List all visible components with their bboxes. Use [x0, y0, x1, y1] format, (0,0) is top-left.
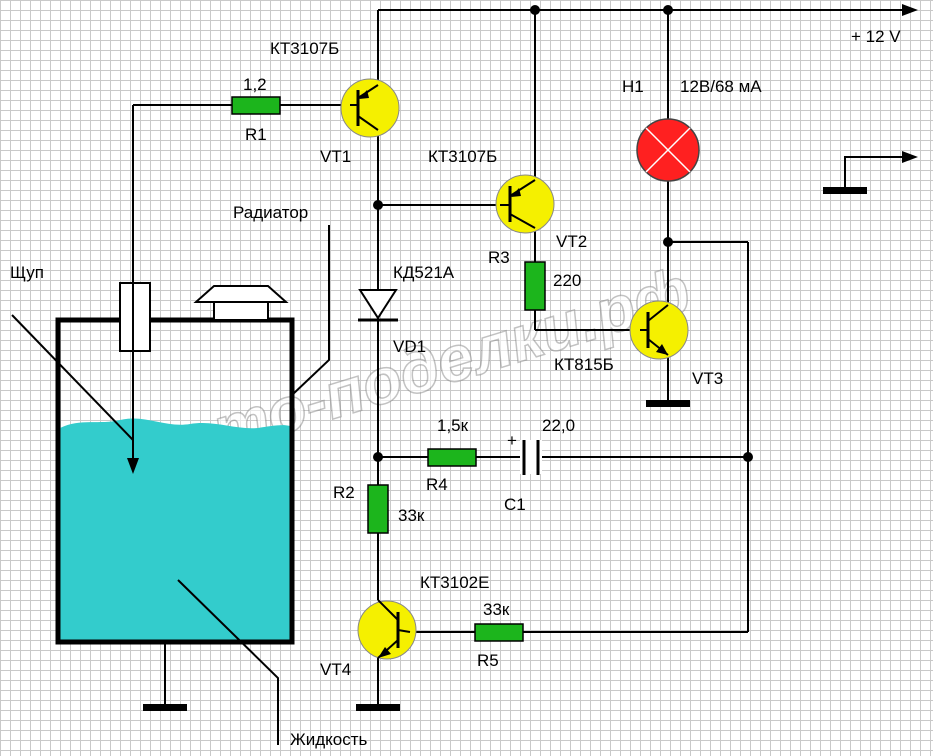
vt1-label: VT1	[320, 147, 351, 166]
liquid	[60, 418, 290, 640]
h1-rating-label: 12В/68 мА	[680, 77, 762, 96]
transistor-vt3	[629, 300, 689, 360]
h1-label: H1	[622, 77, 644, 96]
diode-vd1	[358, 289, 398, 322]
ground-tank	[143, 704, 187, 711]
power-label: + 12 V	[851, 27, 901, 46]
tank-cap	[193, 285, 289, 303]
r3-label: R3	[488, 248, 510, 267]
resistor-r4	[427, 448, 477, 467]
c1-value-label: 22,0	[542, 416, 575, 435]
vd1-label: VD1	[393, 337, 426, 356]
resistor-r3	[524, 261, 546, 311]
r2-label: R2	[333, 483, 355, 502]
resistor-r5	[474, 623, 524, 642]
liquid-label: Жидкость	[290, 730, 367, 749]
r1-value-label: 1,2	[243, 75, 267, 94]
probe-pointer	[11, 314, 134, 441]
vt1-type-label: КТ3107Б	[270, 39, 339, 58]
c1-polarity-label: +	[507, 431, 517, 450]
transistor-vt1	[340, 78, 400, 138]
r1-label: R1	[245, 125, 267, 144]
r4-value-label: 1,5к	[437, 416, 469, 435]
tank	[55, 105, 295, 711]
r2-value-label: 33к	[398, 506, 425, 525]
resistor-r1	[231, 96, 281, 115]
lamp-h1	[636, 118, 700, 182]
probe-label: Щуп	[10, 263, 44, 282]
r4-label: R4	[426, 475, 448, 494]
junctions	[373, 5, 753, 462]
vt4-type-label: КТ3102Е	[420, 573, 489, 592]
radiator-label: Радиатор	[233, 203, 308, 222]
vt2-type-label: КТ3107Б	[428, 147, 497, 166]
vt3-label: VT3	[692, 369, 723, 388]
transistor-vt4	[357, 599, 417, 660]
transistor-vt2	[495, 174, 555, 234]
radiator-pointer	[291, 225, 330, 396]
labels: + 12 V КТ3107Б 1,2 R1 VT1 КТ3107Б VT2 H1…	[10, 27, 901, 749]
c1-label: C1	[504, 495, 526, 514]
capacitor-c1	[520, 440, 542, 475]
resistor-r2	[367, 484, 389, 534]
liquid-pointer	[177, 579, 279, 745]
probe	[119, 282, 151, 352]
vt4-label: VT4	[320, 660, 351, 679]
r5-value-label: 33к	[483, 600, 510, 619]
vt2-label: VT2	[556, 232, 587, 251]
vt3-type-label: КТ815Б	[554, 355, 614, 374]
r5-label: R5	[477, 651, 499, 670]
vd1-type-label: КД521А	[393, 263, 455, 282]
r3-value-label: 220	[553, 271, 581, 290]
